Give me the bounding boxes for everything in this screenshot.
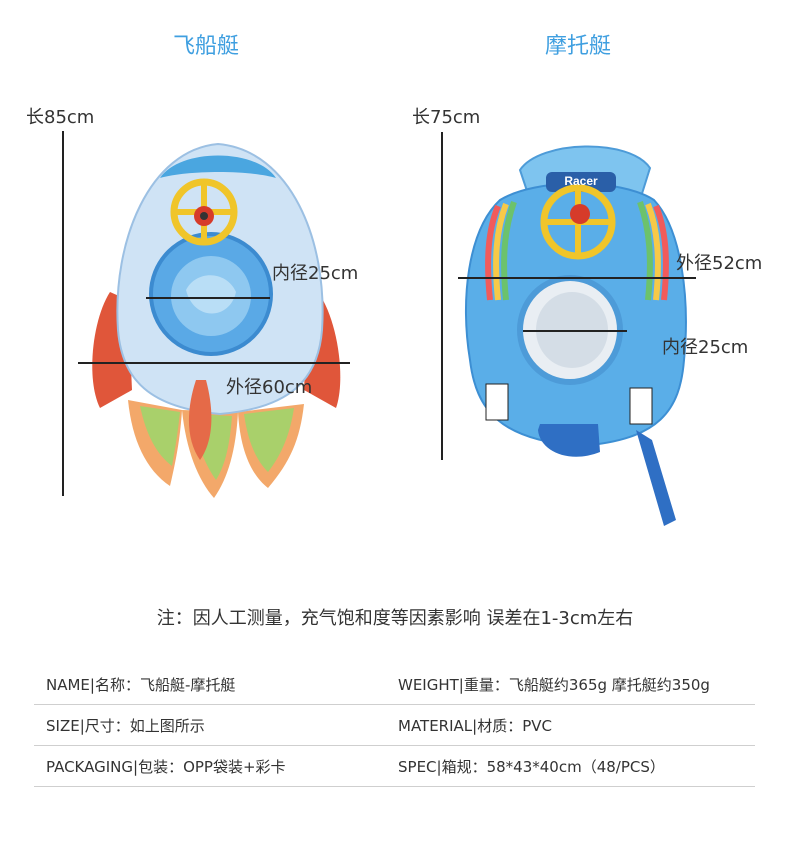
rocket-inner-line bbox=[146, 297, 270, 299]
racer-badge bbox=[546, 172, 616, 192]
motorboat-outer-line bbox=[458, 277, 696, 279]
spec-size: SIZE|尺寸：如上图所示 bbox=[46, 716, 205, 735]
rocket-float-title: 飞船艇 bbox=[172, 34, 239, 59]
spec-table: NAME|名称：飞船艇-摩托艇 WEIGHT|重量：飞船艇约365g 摩托艇约3… bbox=[34, 664, 755, 787]
rocket-length-line bbox=[62, 131, 64, 496]
motorboat-float-image bbox=[464, 145, 687, 526]
rocket-outer-label: 外径60cm bbox=[226, 377, 313, 398]
spec-row: SIZE|尺寸：如上图所示 MATERIAL|材质：PVC bbox=[34, 705, 755, 746]
motorboat-length-line bbox=[441, 132, 443, 460]
rocket-outer-line bbox=[78, 362, 350, 364]
rocket-float-image bbox=[92, 142, 341, 498]
rocket-inner-label: 内径25cm bbox=[272, 263, 359, 284]
racer-badge-text: Racer bbox=[564, 174, 598, 188]
motorboat-inner-label: 内径25cm bbox=[662, 337, 749, 358]
measurement-note: 注：因人工测量，充气饱和度等因素影响 误差在1-3cm左右 bbox=[156, 608, 634, 629]
motorboat-float-title: 摩托艇 bbox=[544, 34, 611, 59]
spec-name: NAME|名称：飞船艇-摩托艇 bbox=[46, 675, 236, 694]
spec-carton: SPEC|箱规：58*43*40cm（48/PCS） bbox=[398, 757, 665, 776]
spec-material: MATERIAL|材质：PVC bbox=[398, 716, 552, 735]
motorboat-inner-line bbox=[523, 330, 627, 332]
rocket-length-label: 长85cm bbox=[26, 107, 95, 128]
spec-weight: WEIGHT|重量：飞船艇约365g 摩托艇约350g bbox=[398, 675, 710, 694]
motorboat-length-label: 长75cm bbox=[412, 107, 481, 128]
spec-row: PACKAGING|包装：OPP袋装+彩卡 SPEC|箱规：58*43*40cm… bbox=[34, 746, 755, 787]
motorboat-outer-label: 外径52cm bbox=[676, 253, 763, 274]
spec-packaging: PACKAGING|包装：OPP袋装+彩卡 bbox=[46, 757, 286, 776]
spec-row: NAME|名称：飞船艇-摩托艇 WEIGHT|重量：飞船艇约365g 摩托艇约3… bbox=[34, 664, 755, 705]
